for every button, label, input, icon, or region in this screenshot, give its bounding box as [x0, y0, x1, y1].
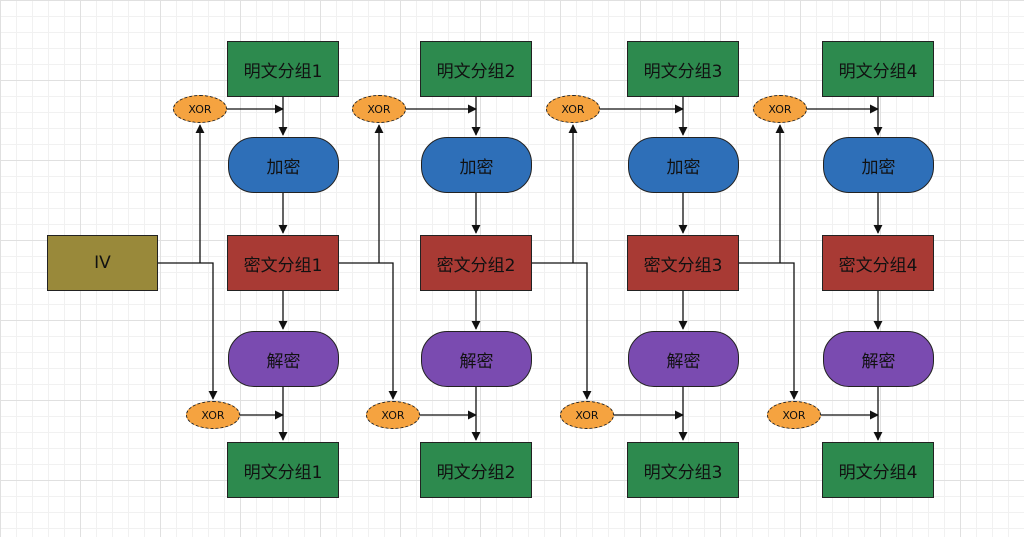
- plaintext-block-4-in: 明文分组4: [822, 41, 934, 97]
- xor-decrypt-1: XOR: [186, 401, 240, 429]
- decrypt-2: 解密: [421, 331, 532, 387]
- xor-label: XOR: [561, 102, 585, 116]
- decrypt-1: 解密: [228, 331, 339, 387]
- arrow-feed-to-xor-dec-4: [739, 262, 799, 400]
- ciphertext-label: 密文分组2: [436, 255, 516, 276]
- arrow-feed-to-xor-dec-1: [158, 262, 218, 400]
- ciphertext-block-1: 密文分组1: [227, 235, 339, 291]
- decrypt-label: 解密: [666, 351, 701, 372]
- encrypt-label: 加密: [266, 157, 301, 178]
- encrypt-2: 加密: [421, 137, 532, 193]
- xor-label: XOR: [381, 408, 405, 422]
- plaintext-label: 明文分组3: [643, 462, 723, 483]
- xor-label: XOR: [575, 408, 599, 422]
- plaintext-label: 明文分组4: [838, 462, 918, 483]
- ciphertext-label: 密文分组4: [838, 255, 918, 276]
- ciphertext-block-4: 密文分组4: [822, 235, 934, 291]
- decrypt-label: 解密: [266, 351, 301, 372]
- xor-encrypt-1: XOR: [173, 95, 227, 123]
- arrow-feed-to-xor-dec-3: [532, 262, 592, 400]
- plaintext-label: 明文分组2: [436, 462, 516, 483]
- xor-encrypt-4: XOR: [753, 95, 807, 123]
- xor-label: XOR: [367, 102, 391, 116]
- decrypt-label: 解密: [861, 351, 896, 372]
- xor-label: XOR: [782, 408, 806, 422]
- iv-box: IV: [47, 235, 158, 291]
- encrypt-label: 加密: [666, 157, 701, 178]
- plaintext-label: 明文分组4: [838, 61, 918, 82]
- arrow-feed-to-xor-dec-2: [339, 262, 398, 400]
- plaintext-block-2-in: 明文分组2: [420, 41, 532, 97]
- xor-decrypt-2: XOR: [366, 401, 420, 429]
- xor-decrypt-4: XOR: [767, 401, 821, 429]
- xor-label: XOR: [188, 102, 212, 116]
- ciphertext-label: 密文分组3: [643, 255, 723, 276]
- plaintext-label: 明文分组3: [643, 61, 723, 82]
- plaintext-block-2-out: 明文分组2: [420, 442, 532, 498]
- plaintext-block-4-out: 明文分组4: [822, 442, 934, 498]
- xor-encrypt-2: XOR: [352, 95, 406, 123]
- ciphertext-block-3: 密文分组3: [627, 235, 739, 291]
- plaintext-block-1-in: 明文分组1: [227, 41, 339, 97]
- xor-label: XOR: [768, 102, 792, 116]
- plaintext-label: 明文分组1: [243, 61, 323, 82]
- ciphertext-block-2: 密文分组2: [420, 235, 532, 291]
- iv-label: IV: [94, 253, 111, 273]
- plaintext-block-3-in: 明文分组3: [627, 41, 739, 97]
- xor-decrypt-3: XOR: [560, 401, 614, 429]
- ciphertext-label: 密文分组1: [243, 255, 323, 276]
- plaintext-block-1-out: 明文分组1: [227, 442, 339, 498]
- plaintext-label: 明文分组2: [436, 61, 516, 82]
- decrypt-3: 解密: [628, 331, 739, 387]
- encrypt-label: 加密: [459, 157, 494, 178]
- encrypt-label: 加密: [861, 157, 896, 178]
- plaintext-block-3-out: 明文分组3: [627, 442, 739, 498]
- encrypt-4: 加密: [823, 137, 934, 193]
- xor-encrypt-3: XOR: [546, 95, 600, 123]
- plaintext-label: 明文分组1: [243, 462, 323, 483]
- encrypt-1: 加密: [228, 137, 339, 193]
- decrypt-label: 解密: [459, 351, 494, 372]
- encrypt-3: 加密: [628, 137, 739, 193]
- decrypt-4: 解密: [823, 331, 934, 387]
- xor-label: XOR: [201, 408, 225, 422]
